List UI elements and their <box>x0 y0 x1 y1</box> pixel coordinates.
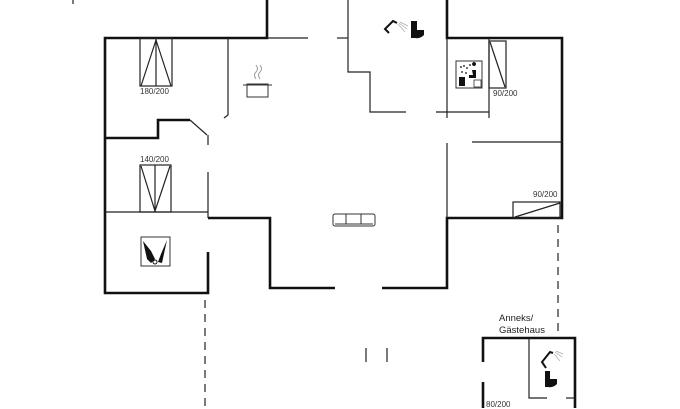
interior-walls <box>72 0 575 399</box>
bed-size-label: 90/200 <box>533 190 558 199</box>
annex-label-line2: Gästehaus <box>499 325 545 336</box>
sauna-icon <box>455 60 483 89</box>
dashed-terrace-lines <box>204 225 559 408</box>
cooking-pot-icon <box>243 64 272 98</box>
bed-size-label: 90/200 <box>493 89 518 98</box>
bed-size-label: 180/200 <box>140 87 169 96</box>
exterior-walls <box>103 0 577 408</box>
bed-140-200 <box>139 164 172 213</box>
bed-180-200 <box>139 37 173 87</box>
annex-shower-toilet-icon <box>540 350 564 388</box>
utility-room-icon <box>140 236 171 267</box>
sofa-icon <box>332 213 376 227</box>
bed-90-200-lower <box>512 201 561 219</box>
bed-size-label: 80/200 <box>486 400 511 409</box>
annex-label-line1: Anneks/ <box>499 313 534 324</box>
annex-label: Anneks/ Gästehaus <box>499 313 545 337</box>
bed-size-label: 140/200 <box>140 155 169 164</box>
shower-toilet-icon <box>383 19 424 39</box>
bed-90-200-upper <box>488 40 507 89</box>
